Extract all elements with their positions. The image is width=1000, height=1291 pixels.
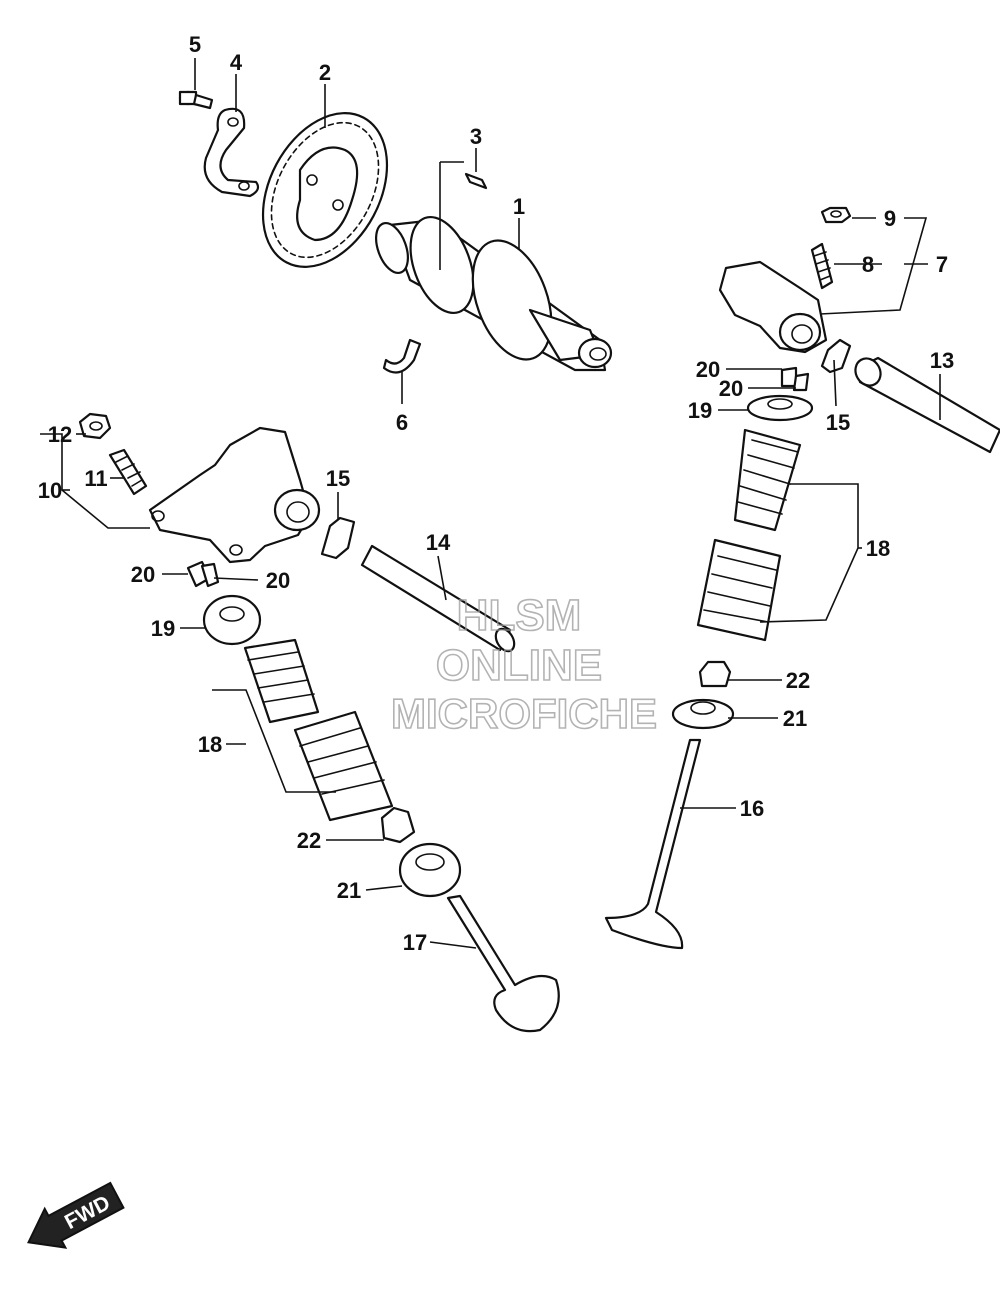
part-13-rocker-shaft[interactable]	[851, 354, 1000, 454]
part-6-clip[interactable]	[382, 338, 422, 374]
fwd-arrow-icon	[27, 1181, 125, 1249]
callout-19-left[interactable]: 19	[151, 616, 175, 641]
callout-20-right-a[interactable]: 20	[696, 357, 720, 382]
watermark-line-2: ONLINE	[436, 641, 602, 690]
callout-9[interactable]: 9	[884, 206, 896, 231]
part-19-retainer-right[interactable]	[746, 394, 814, 422]
callout-1[interactable]: 1	[513, 194, 525, 219]
callout-22-left[interactable]: 22	[297, 828, 321, 853]
callout-8[interactable]: 8	[862, 252, 874, 277]
callout-19-right[interactable]: 19	[688, 398, 712, 423]
part-22-seal-right[interactable]	[698, 660, 732, 688]
part-21-seat-left[interactable]	[398, 842, 462, 898]
part-14-rocker-shaft[interactable]	[360, 544, 518, 654]
callout-3[interactable]: 3	[470, 124, 482, 149]
part-21-seat-right[interactable]	[671, 698, 735, 730]
callout-20-left-a[interactable]: 20	[131, 562, 155, 587]
part-10-rocker-arm[interactable]	[148, 426, 321, 564]
part-1-camshaft[interactable]	[370, 208, 613, 372]
callout-12[interactable]: 12	[48, 422, 72, 447]
part-9-nut[interactable]	[820, 206, 852, 224]
callout-2[interactable]: 2	[319, 60, 331, 85]
part-7-rocker-arm[interactable]	[718, 260, 828, 354]
callout-18-right[interactable]: 18	[866, 536, 890, 561]
part-18-springs-right[interactable]	[696, 428, 802, 642]
callout-5[interactable]: 5	[189, 32, 201, 57]
callout-21-left[interactable]: 21	[337, 878, 361, 903]
callout-14[interactable]: 14	[426, 530, 451, 555]
callout-16[interactable]: 16	[740, 796, 764, 821]
part-16-valve[interactable]	[604, 738, 702, 950]
part-3-pin[interactable]	[464, 172, 488, 190]
watermark-line-3: MICROFICHE	[391, 690, 657, 737]
callout-20-right-b[interactable]: 20	[719, 376, 743, 401]
callout-15-right[interactable]: 15	[826, 410, 850, 435]
part-20-cotter-left[interactable]	[186, 560, 220, 588]
callout-labels: 1 2 3 4 5 6 7 8 9 10 11 12 13 14 15 15 1…	[38, 32, 954, 955]
callout-13[interactable]: 13	[930, 348, 954, 373]
callout-10[interactable]: 10	[38, 478, 62, 503]
part-17-valve[interactable]	[446, 894, 560, 1033]
callout-4[interactable]: 4	[230, 50, 243, 75]
callout-20-left-b[interactable]: 20	[266, 568, 290, 593]
callout-6[interactable]: 6	[396, 410, 408, 435]
part-11-adjuster[interactable]	[108, 448, 148, 496]
callout-17[interactable]: 17	[403, 930, 427, 955]
callout-18-left[interactable]: 18	[198, 732, 222, 757]
callout-21-right[interactable]: 21	[783, 706, 807, 731]
part-4-plate[interactable]	[203, 107, 260, 198]
part-15-oring-right[interactable]	[820, 338, 852, 374]
part-20-cotter-right[interactable]	[780, 366, 810, 392]
fwd-arrow: FWD	[27, 1181, 125, 1249]
leader-lines	[40, 58, 941, 949]
watermark: HLSM ONLINE MICROFICHE	[390, 590, 658, 738]
part-18-springs-left[interactable]	[243, 638, 394, 822]
part-5-bolt[interactable]	[178, 90, 214, 110]
watermark-line-1: HLSM	[457, 591, 582, 640]
part-2-sprocket[interactable]	[238, 92, 412, 288]
callout-22-right[interactable]: 22	[786, 668, 810, 693]
callout-7[interactable]: 7	[936, 252, 948, 277]
callout-11[interactable]: 11	[84, 466, 107, 491]
part-15-oring-left[interactable]	[320, 516, 356, 560]
part-8-adjuster[interactable]	[810, 242, 834, 290]
part-19-retainer-left[interactable]	[202, 594, 262, 646]
callout-15-left[interactable]: 15	[326, 466, 350, 491]
part-12-nut[interactable]	[78, 412, 112, 440]
part-22-seal-left[interactable]	[380, 806, 416, 844]
